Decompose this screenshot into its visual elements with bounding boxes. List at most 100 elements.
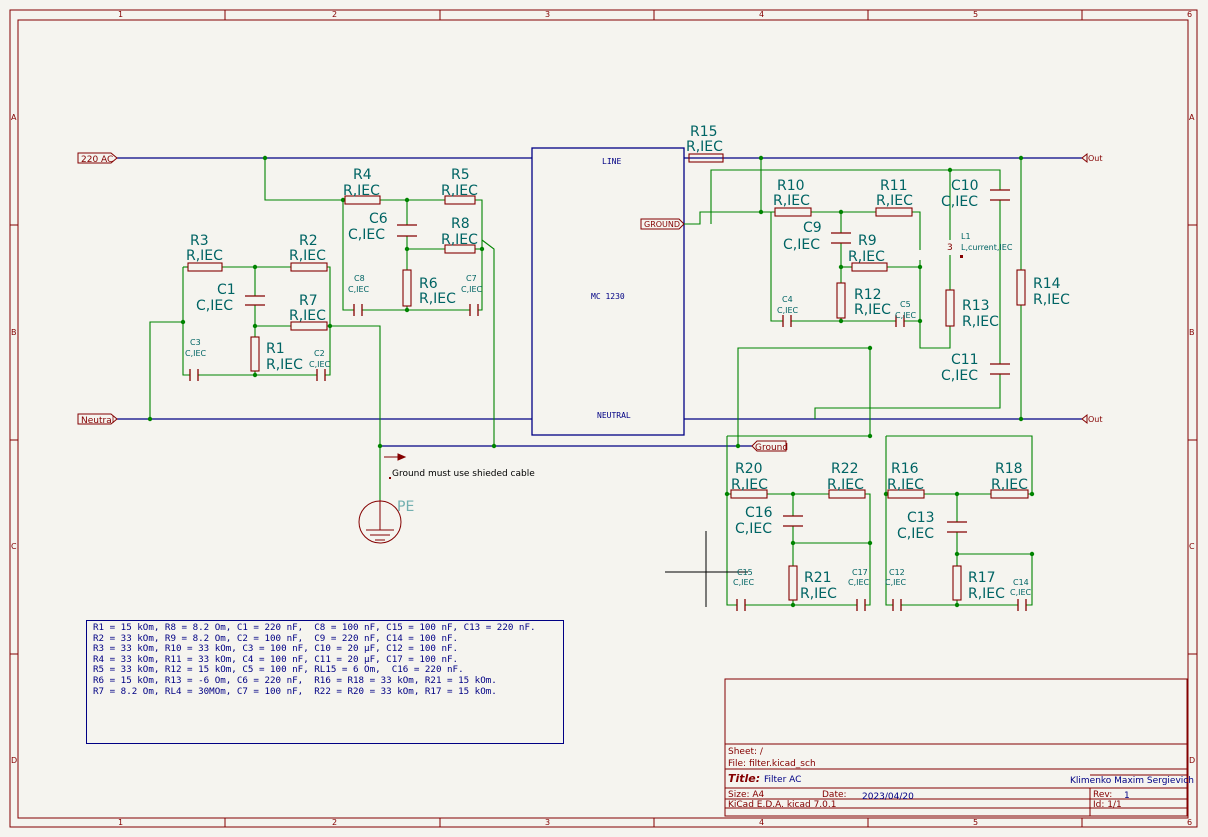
r6-value: R,IEC	[419, 291, 456, 307]
r20-value: R,IEC	[731, 477, 768, 493]
r4-ref: R4	[353, 167, 372, 183]
c10-ref: C10	[951, 178, 979, 194]
c12-ref: C12	[889, 568, 905, 577]
tb-author: Klimenko Maxim Sergievich	[1070, 776, 1194, 786]
tb-rev: 1	[1124, 791, 1130, 801]
row-label-A-right: A	[1189, 113, 1195, 122]
tb-date-label: Date:	[822, 790, 847, 800]
r11-ref: R11	[880, 178, 908, 194]
c14-ref: C14	[1013, 578, 1029, 587]
col-label-3: 3	[545, 10, 550, 19]
c11-value: C,IEC	[941, 368, 978, 384]
col-label-2: 2	[332, 10, 337, 19]
r15-value: R,IEC	[686, 139, 723, 155]
c6-value: C,IEC	[348, 227, 385, 243]
c17-value: C,IEC	[848, 578, 870, 587]
label-out-bottom-shape	[1081, 413, 1088, 425]
r22-value: R,IEC	[827, 477, 864, 493]
row-label-B: B	[11, 328, 17, 337]
bus-lines	[117, 157, 1082, 447]
label-neutral-shape	[77, 413, 118, 425]
l1-ref: L1	[961, 232, 971, 241]
label-out-top[interactable]: Out	[1088, 154, 1103, 163]
c6-ref: C6	[369, 211, 388, 227]
c16-ref: C16	[745, 505, 773, 521]
tb-date: 2023/04/20	[862, 792, 914, 802]
c4-ref: C4	[782, 295, 793, 304]
r18-ref: R18	[995, 461, 1023, 477]
l1-symbol: 3	[947, 243, 953, 253]
c9-ref: C9	[803, 220, 822, 236]
c15-value: C,IEC	[733, 578, 755, 587]
title-block	[724, 678, 1188, 817]
r16-ref: R16	[891, 461, 919, 477]
outer-frame	[9, 9, 1198, 828]
r1-ref: R1	[266, 341, 285, 357]
r1-value: R,IEC	[266, 357, 303, 373]
c5-ref: C5	[900, 300, 911, 309]
tb-title: Filter AC	[764, 775, 801, 785]
row-label-C: C	[11, 542, 17, 551]
r12-value: R,IEC	[854, 302, 891, 318]
r9-value: R,IEC	[848, 249, 885, 265]
c3-value: C,IEC	[185, 349, 207, 358]
l1-marker	[960, 255, 963, 258]
r16-value: R,IEC	[887, 477, 924, 493]
border-ticks	[10, 10, 1197, 827]
row-label-D: D	[11, 756, 17, 765]
label-220ac[interactable]: 220 AC	[81, 155, 113, 165]
r11-value: R,IEC	[876, 193, 913, 209]
c1-ref: C1	[217, 282, 236, 298]
label-out-bottom[interactable]: Out	[1088, 415, 1103, 424]
c10-value: C,IEC	[941, 194, 978, 210]
r17-ref: R17	[968, 570, 996, 586]
r21-value: R,IEC	[800, 586, 837, 602]
tb-tool: KiCad E.D.A. kicad 7.0.1	[728, 800, 836, 810]
col-label-6: 6	[1187, 10, 1192, 19]
c5-value: C,IEC	[895, 311, 917, 320]
ground-arrow-icon	[384, 453, 407, 461]
c8-value: C,IEC	[348, 285, 370, 294]
tb-rev-label: Rev:	[1093, 790, 1112, 800]
r4-value: R,IEC	[343, 183, 380, 199]
c4-value: C,IEC	[777, 306, 799, 315]
r15-ref: R15	[690, 124, 718, 140]
tb-id: Id: 1/1	[1093, 800, 1122, 810]
r2-ref: R2	[299, 233, 318, 249]
label-ground[interactable]: Ground	[755, 443, 788, 453]
pe-label: PE	[397, 499, 414, 515]
col-label-2-bottom: 2	[332, 818, 337, 827]
r14-ref: R14	[1033, 276, 1061, 292]
note-line: R2 = 33 kOm, R9 = 8.2 Om, C2 = 100 nF, C…	[93, 632, 459, 644]
note-line: R5 = 33 kOm, R12 = 15 kOm, C5 = 100 nF, …	[93, 664, 464, 676]
c13-ref: C13	[907, 510, 935, 526]
label-ground-block[interactable]: GROUND	[644, 220, 680, 229]
label-ground-shape	[751, 440, 787, 452]
c2-value: C,IEC	[309, 360, 331, 369]
col-label-6-bottom: 6	[1187, 818, 1192, 827]
label-ground-block-shape	[640, 218, 685, 230]
cursor-crosshair	[665, 531, 748, 607]
ground-note-marker	[389, 477, 391, 479]
col-label-3-bottom: 3	[545, 818, 550, 827]
r20-ref: R20	[735, 461, 763, 477]
r13-value: R,IEC	[962, 314, 999, 330]
col-label-1-bottom: 1	[118, 818, 123, 827]
c17-ref: C17	[852, 568, 868, 577]
r14-value: R,IEC	[1033, 292, 1070, 308]
ic-pin-neutral: NEUTRAL	[597, 411, 631, 420]
label-220ac-shape	[77, 152, 118, 164]
r7-value: R,IEC	[289, 308, 326, 324]
c11-ref: C11	[951, 352, 979, 368]
label-neutral[interactable]: Neutral	[81, 416, 114, 426]
c3-ref: C3	[190, 338, 201, 347]
r18-value: R,IEC	[991, 477, 1028, 493]
mc1230-ic[interactable]	[531, 147, 685, 436]
tb-size: Size: A4	[728, 790, 765, 800]
r5-ref: R5	[451, 167, 470, 183]
note-line: R7 = 8.2 Om, RL4 = 30MOm, C7 = 100 nF, R…	[93, 685, 497, 697]
c13-value: C,IEC	[897, 526, 934, 542]
c7-ref: C7	[466, 274, 477, 283]
col-label-1: 1	[118, 10, 123, 19]
